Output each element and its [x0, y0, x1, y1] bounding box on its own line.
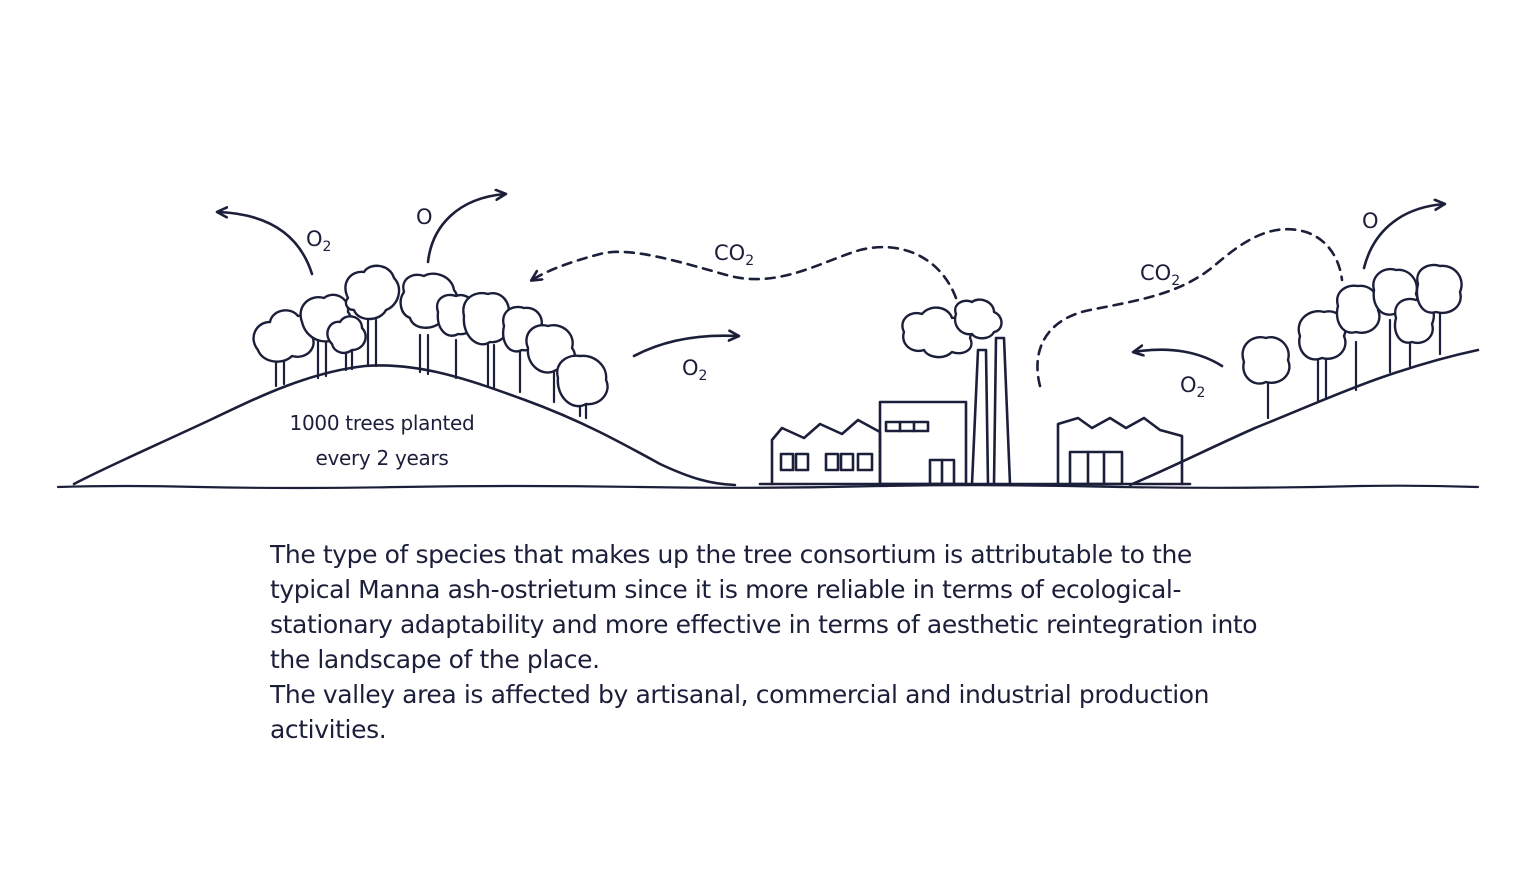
- o-label-top-right: O: [1362, 209, 1379, 233]
- caption-line-2: every 2 years: [315, 446, 449, 470]
- ground-line: [56, 484, 1480, 490]
- o2-label-middle: O2: [682, 356, 707, 384]
- o2-arrow-right: [1134, 350, 1224, 368]
- description-text: The type of species that makes up the tr…: [270, 537, 1280, 747]
- left-tree-group: [252, 264, 609, 420]
- right-hill: [1128, 348, 1480, 487]
- o2-arrow-middle: [632, 336, 738, 358]
- co2-label-top-middle: CO2: [714, 241, 754, 269]
- co2-dashed-arrow-left: [532, 245, 958, 300]
- o2-arrow-top-left: [218, 212, 314, 276]
- landscape-diagram: O2 O CO2 O2 CO2 O O2: [56, 0, 1480, 490]
- co2-label-right: CO2: [1140, 261, 1180, 289]
- description-paragraph-2: The valley area is affected by artisanal…: [270, 680, 1210, 744]
- description-paragraph-1: The type of species that makes up the tr…: [270, 540, 1258, 674]
- factory-building: [758, 336, 1192, 486]
- caption-line-1: 1000 trees planted: [289, 411, 475, 435]
- o-arrow-top-right: [1362, 204, 1444, 270]
- o-label-top-left: O: [416, 205, 433, 229]
- trees-planted-caption: 1000 trees planted every 2 years: [262, 406, 502, 476]
- o2-label-top-left: O2: [306, 227, 331, 255]
- co2-dashed-curve-right: [1036, 227, 1344, 388]
- smoke-cloud: [901, 298, 1003, 359]
- o-arrow-top-left: [426, 194, 505, 264]
- o2-label-right: O2: [1180, 373, 1205, 401]
- right-tree-group: [1241, 263, 1463, 420]
